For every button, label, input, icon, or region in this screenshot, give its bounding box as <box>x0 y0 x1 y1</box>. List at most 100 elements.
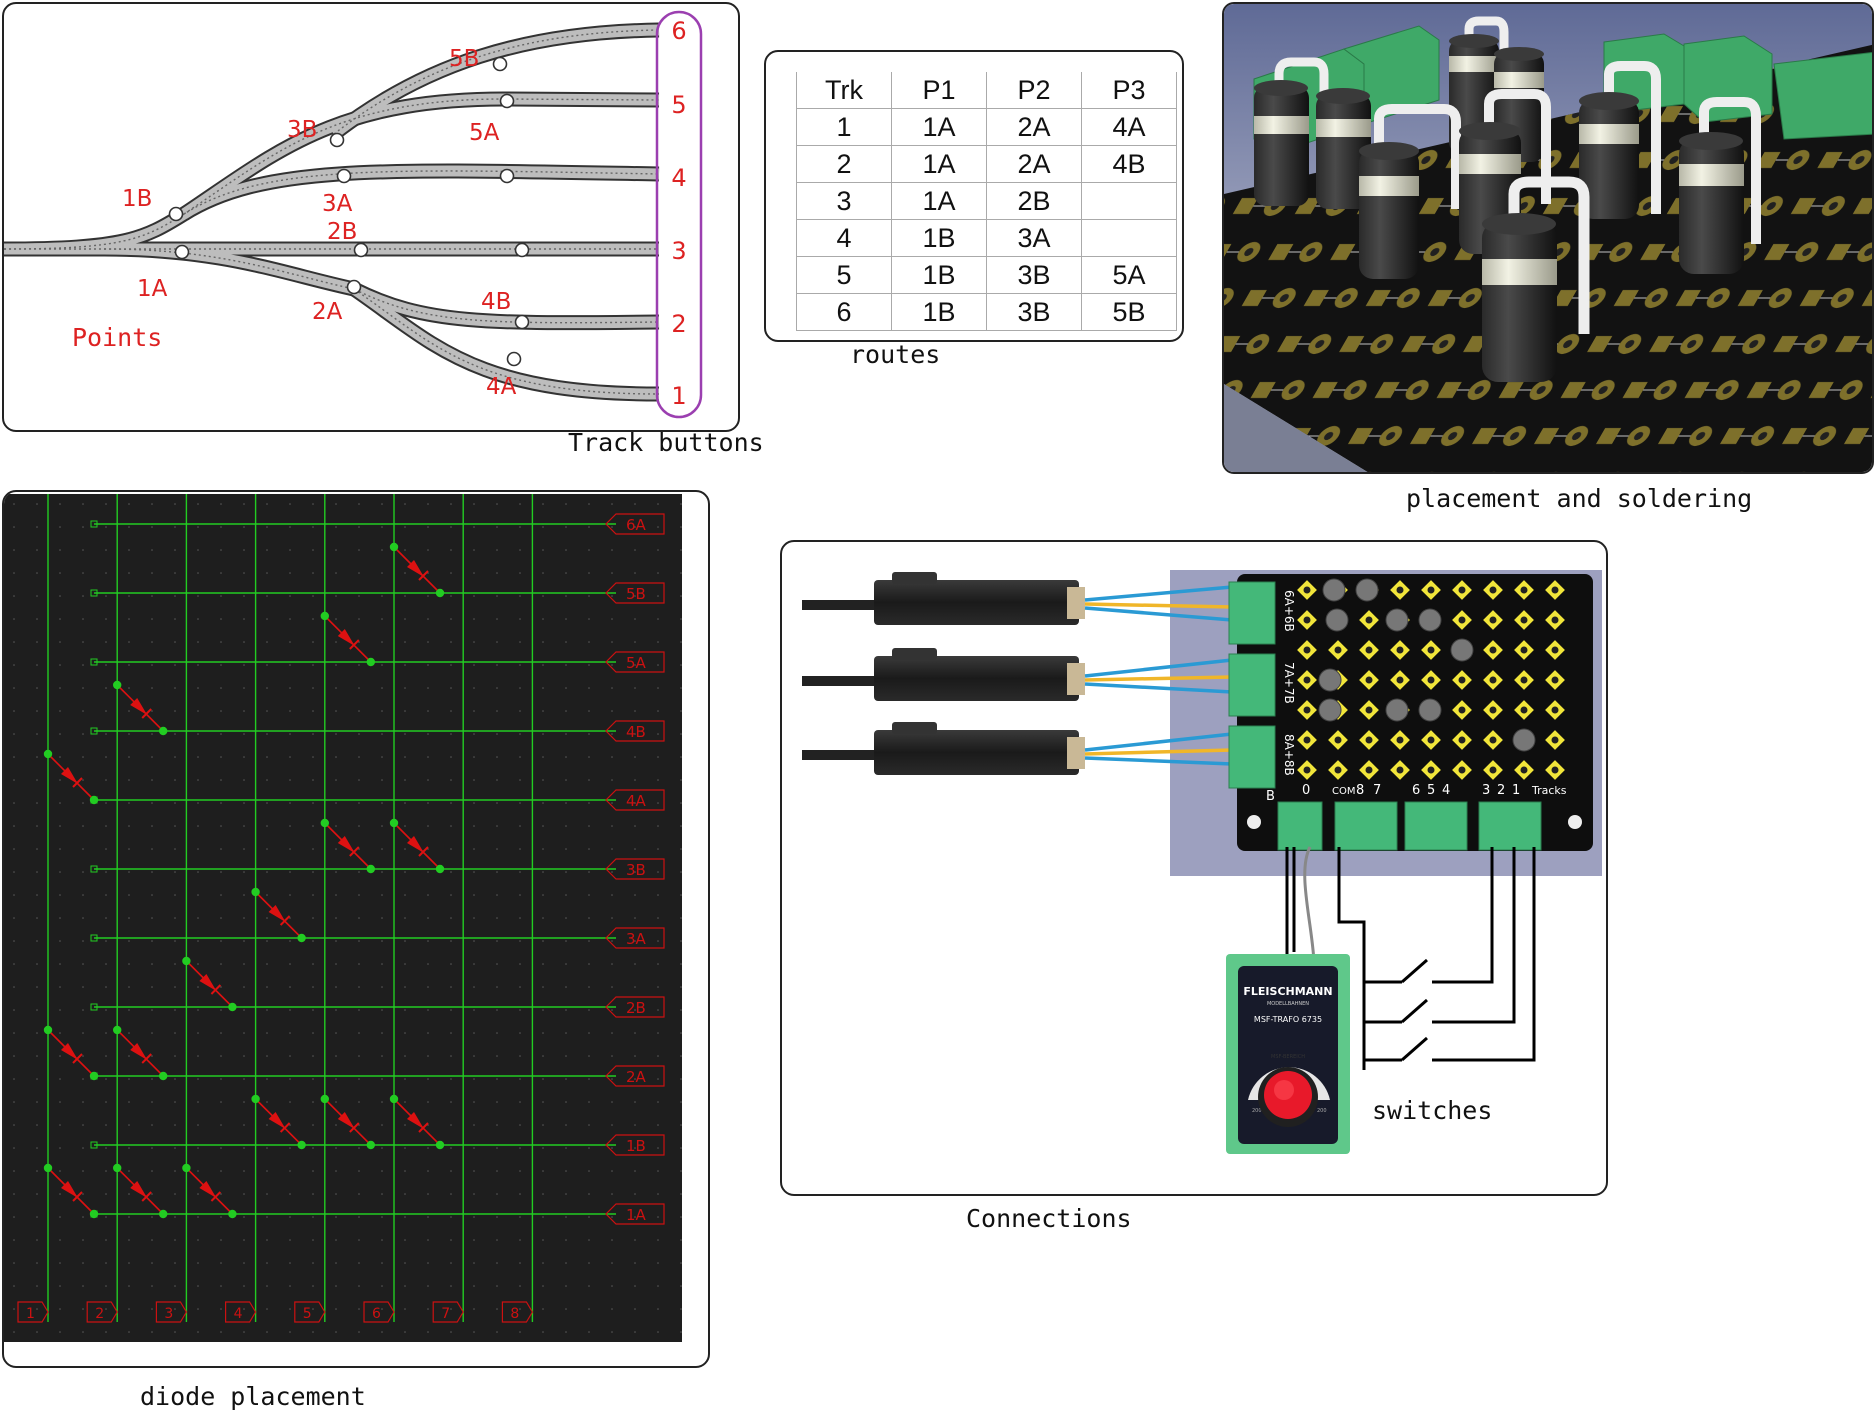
grid-dot <box>13 526 15 528</box>
track-button-1[interactable]: 1 <box>671 382 686 410</box>
grid-dot <box>128 1331 130 1333</box>
grid-dot <box>565 894 567 896</box>
grid-dot <box>128 1147 130 1149</box>
grid-dot <box>312 549 314 551</box>
grid-dot <box>266 779 268 781</box>
grid-dot <box>105 986 107 988</box>
grid-dot <box>565 1239 567 1241</box>
junction-dot <box>297 1140 306 1150</box>
grid-dot <box>197 549 199 551</box>
grid-dot <box>174 733 176 735</box>
grid-dot <box>427 526 429 528</box>
track-button-3[interactable]: 3 <box>671 237 686 265</box>
grid-dot <box>82 1216 84 1218</box>
grid-dot <box>243 1124 245 1126</box>
grid-dot <box>358 526 360 528</box>
grid-dot <box>13 595 15 597</box>
junction-dot <box>89 1209 99 1219</box>
grid-dot <box>220 549 222 551</box>
grid-dot <box>13 986 15 988</box>
grid-dot <box>13 1308 15 1310</box>
grid-dot <box>473 1193 475 1195</box>
grid-dot <box>289 1147 291 1149</box>
grid-dot <box>634 1078 636 1080</box>
grid-dot <box>657 1216 659 1218</box>
grid-dot <box>450 871 452 873</box>
grid-dot <box>680 1216 682 1218</box>
grid-dot <box>59 1262 61 1264</box>
grid-dot <box>404 1216 406 1218</box>
connector-label-7: 7A+7B <box>1282 662 1296 704</box>
row-label-box <box>605 1203 665 1225</box>
track-button-6[interactable]: 6 <box>671 17 686 45</box>
grid-dot <box>496 1262 498 1264</box>
grid-dot <box>542 1170 544 1172</box>
grid-dot <box>427 825 429 827</box>
track-button-4[interactable]: 4 <box>671 164 686 192</box>
grid-dot <box>657 825 659 827</box>
grid-dot <box>680 1308 682 1310</box>
grid-dot <box>519 1331 521 1333</box>
grid-dot <box>220 779 222 781</box>
grid-dot <box>358 618 360 620</box>
grid-dot <box>427 986 429 988</box>
grid-dot <box>82 848 84 850</box>
grid-dot <box>496 1101 498 1103</box>
grid-dot <box>496 549 498 551</box>
grid-dot <box>36 1331 38 1333</box>
cell: 5B <box>1081 293 1177 331</box>
grid-dot <box>174 687 176 689</box>
grid-dot <box>542 1032 544 1034</box>
grid-dot <box>542 687 544 689</box>
grid-dot <box>13 940 15 942</box>
grid-dot <box>266 917 268 919</box>
grid-dot <box>473 526 475 528</box>
pcb-hole <box>1520 646 1528 654</box>
grid-dot <box>450 1193 452 1195</box>
diode-bar <box>418 570 429 581</box>
pcb-hole <box>1551 766 1559 774</box>
grid-dot <box>289 963 291 965</box>
grid-dot <box>289 825 291 827</box>
capacitor-top <box>1385 698 1409 722</box>
track-layout-diagram: 1A 1B 2A 2B 3A 3B 4A 4B 5A 5B Points 6 5… <box>4 10 703 419</box>
grid-dot <box>289 1239 291 1241</box>
grid-dot <box>358 871 360 873</box>
grid-dot <box>82 595 84 597</box>
grid-dot <box>588 1216 590 1218</box>
grid-dot <box>680 503 682 505</box>
grid-dot <box>680 756 682 758</box>
grid-dot <box>174 825 176 827</box>
grid-dot <box>519 779 521 781</box>
grid-dot <box>588 1262 590 1264</box>
grid-dot <box>82 802 84 804</box>
grid-dot <box>243 618 245 620</box>
grid-dot <box>13 963 15 965</box>
grid-dot <box>381 733 383 735</box>
track-button-2[interactable]: 2 <box>671 310 686 338</box>
grid-dot <box>174 618 176 620</box>
grid-dot <box>197 1124 199 1126</box>
grid-dot <box>634 1216 636 1218</box>
grid-dot <box>59 1147 61 1149</box>
cell: 2A <box>986 145 1082 183</box>
grid-dot <box>358 1009 360 1011</box>
grid-dot <box>128 802 130 804</box>
grid-dot <box>82 917 84 919</box>
grid-dot <box>657 1009 659 1011</box>
diode-body <box>268 1112 286 1129</box>
grid-dot <box>358 1147 360 1149</box>
grid-dot <box>128 1055 130 1057</box>
grid-dot <box>565 1262 567 1264</box>
grid-dot <box>105 1170 107 1172</box>
grid-dot <box>634 802 636 804</box>
grid-dot <box>381 825 383 827</box>
grid-dot <box>335 1055 337 1057</box>
track-button-5[interactable]: 5 <box>671 91 686 119</box>
grid-dot <box>59 825 61 827</box>
grid-dot <box>404 595 406 597</box>
grid-dot <box>128 687 130 689</box>
grid-dot <box>611 1216 613 1218</box>
grid-dot <box>82 1262 84 1264</box>
diode-placement-caption: diode placement <box>140 1382 366 1411</box>
